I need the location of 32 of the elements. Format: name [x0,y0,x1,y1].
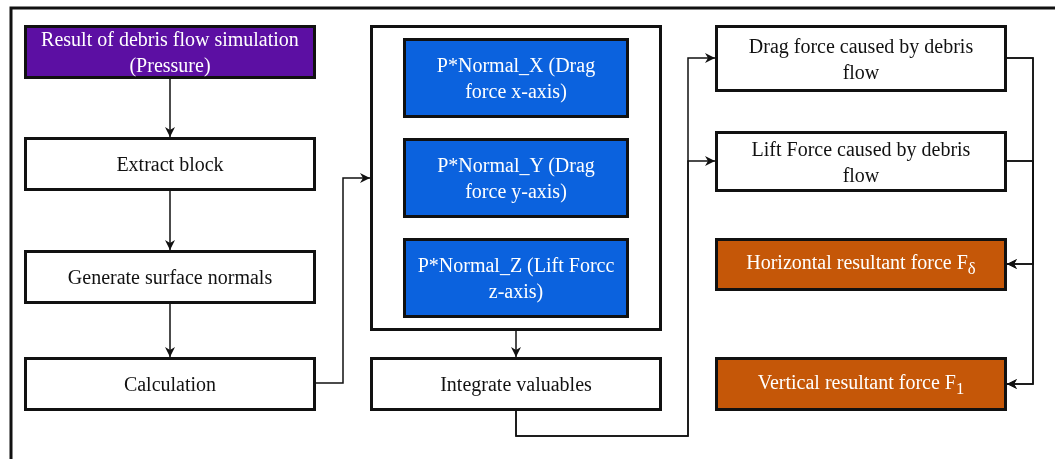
node-label: Drag force caused by debris flow [747,33,975,85]
process-box [370,357,662,411]
node-label: P*Normal_X (Drag force x-axis) [435,53,597,104]
node-label: P*Normal_Z (Lift Forcc z-axis) [416,253,616,304]
node-label: Lift Force caused by debris flow [750,136,972,188]
process-box [24,137,316,191]
result-box [715,238,1007,291]
node-label: Horizontal resultant force F$_{δ}$ [745,250,977,280]
arrow [1006,160,1034,389]
process-box [24,357,316,411]
group-box [370,25,662,331]
result-box [715,357,1007,411]
arrow [165,78,175,138]
component-box [403,38,629,118]
process-box [715,131,1007,192]
node-label: Calculation [122,372,218,397]
node-label: Extract block [115,152,225,177]
arrow [165,190,175,251]
arrow [165,303,175,358]
component-box [403,138,629,218]
node-label: Vertical resultant force F$_{1}$ [756,369,966,400]
arrow [511,330,521,358]
source-box [24,25,316,79]
process-box [715,25,1007,92]
component-box [403,238,629,318]
node-label: Generate surface normals [66,265,274,290]
node-label: Result of debris flow simulation (Pressure) [40,27,300,78]
arrow [315,173,371,384]
process-box [24,250,316,304]
node-label: Integrate valuables [439,372,593,397]
node-label: P*Normal_Y (Drag force y-axis) [436,153,596,204]
arrow [515,156,716,437]
